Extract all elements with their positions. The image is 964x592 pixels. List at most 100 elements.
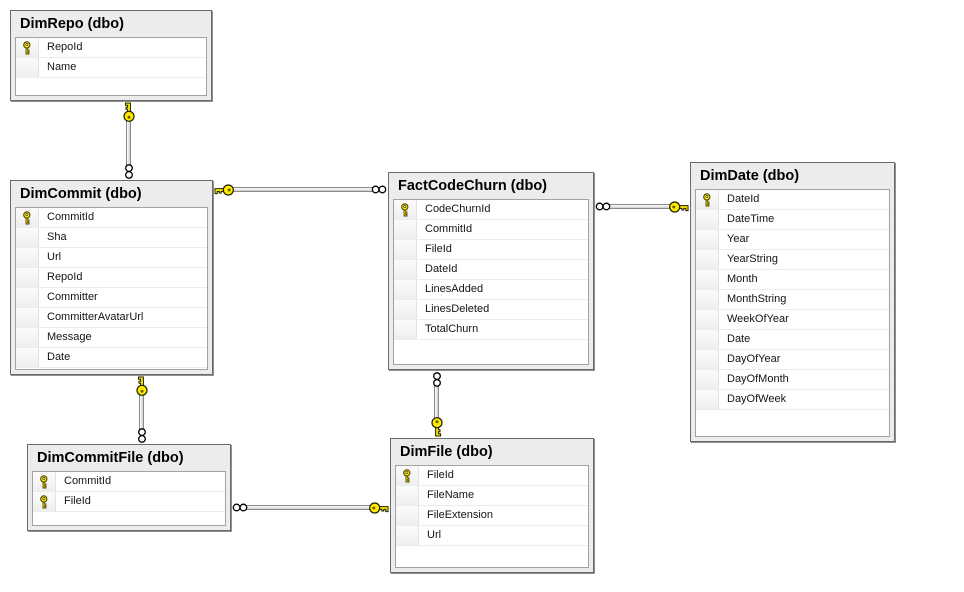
infinity-icon: [432, 371, 441, 387]
row-icon-cell: [696, 390, 719, 409]
column-row-linesdeleted[interactable]: LinesDeleted: [394, 300, 588, 320]
column-row-fileid[interactable]: FileId: [33, 492, 225, 512]
column-row-repoid[interactable]: RepoId: [16, 38, 206, 58]
row-icon-cell: [396, 486, 419, 505]
column-row-linesadded[interactable]: LinesAdded: [394, 280, 588, 300]
column-row-url[interactable]: Url: [396, 526, 588, 546]
column-name: Committer: [47, 291, 98, 303]
column-name: WeekOfYear: [727, 313, 789, 325]
table-title: DimCommitFile (dbo): [37, 450, 184, 466]
relationship-dimfile-factcodechurn-line[interactable]: [434, 384, 439, 418]
column-name: FileId: [64, 495, 91, 507]
column-row-weekofyear[interactable]: WeekOfYear: [696, 310, 889, 330]
column-row-sha[interactable]: Sha: [16, 228, 207, 248]
row-icon-cell: [394, 200, 417, 219]
column-name: FileId: [425, 243, 452, 255]
column-row-fileextension[interactable]: FileExtension: [396, 506, 588, 526]
column-row-date[interactable]: Date: [16, 348, 207, 368]
column-row-url[interactable]: Url: [16, 248, 207, 268]
column-row-commitid[interactable]: CommitId: [16, 208, 207, 228]
row-icon-cell: [696, 250, 719, 269]
column-row-monthstring[interactable]: MonthString: [696, 290, 889, 310]
row-icon-cell: [696, 310, 719, 329]
column-name: Name: [47, 61, 77, 73]
column-name: DayOfMonth: [727, 373, 789, 385]
column-row-fileid[interactable]: FileId: [396, 466, 588, 486]
relationship-dimfile-dimcommitfile-line[interactable]: [245, 505, 370, 510]
column-row-month[interactable]: Month: [696, 270, 889, 290]
column-row-dayofyear[interactable]: DayOfYear: [696, 350, 889, 370]
column-row-dayofweek[interactable]: DayOfWeek: [696, 390, 889, 410]
row-icon-cell: [16, 288, 39, 307]
column-row-date[interactable]: Date: [696, 330, 889, 350]
column-row-datetime[interactable]: DateTime: [696, 210, 889, 230]
row-icon-cell: [394, 320, 417, 339]
column-row-committer[interactable]: Committer: [16, 288, 207, 308]
row-icon-cell: [696, 290, 719, 309]
column-name: CodeChurnId: [425, 203, 491, 215]
row-icon-cell: [696, 350, 719, 369]
column-row-dateid[interactable]: DateId: [696, 190, 889, 210]
column-name: TotalChurn: [425, 323, 479, 335]
column-name: DayOfWeek: [727, 393, 787, 405]
column-row-year[interactable]: Year: [696, 230, 889, 250]
column-row-fileid[interactable]: FileId: [394, 240, 588, 260]
row-icon-cell: [396, 506, 419, 525]
row-icon-cell: [696, 330, 719, 349]
column-row-filename[interactable]: FileName: [396, 486, 588, 506]
row-icon-cell: [696, 270, 719, 289]
column-name: Url: [47, 251, 62, 263]
relationship-dimdate-factcodechurn-line[interactable]: [608, 204, 670, 209]
row-icon-cell: [16, 248, 39, 267]
infinity-icon: [232, 503, 248, 512]
column-row-totalchurn[interactable]: TotalChurn: [394, 320, 588, 340]
column-name: Month: [727, 273, 758, 285]
relationship-dimcommit-factcodechurn-line[interactable]: [233, 187, 374, 192]
column-row-message[interactable]: Message: [16, 328, 207, 348]
column-row-commitid[interactable]: CommitId: [33, 472, 225, 492]
column-name: Year: [727, 233, 750, 245]
primary-key-icon: [22, 210, 32, 225]
column-name: DateId: [727, 193, 760, 205]
row-icon-cell: [394, 280, 417, 299]
row-icon-cell: [394, 240, 417, 259]
row-icon-cell: [16, 328, 39, 347]
key-end-icon: [668, 200, 690, 213]
primary-key-icon: [39, 494, 49, 509]
column-name: FileId: [427, 469, 454, 481]
column-name: CommitterAvatarUrl: [47, 311, 144, 323]
row-icon-cell: [16, 208, 39, 227]
row-icon-cell: [394, 220, 417, 239]
relationship-dimrepo-dimcommit-line[interactable]: [126, 121, 131, 166]
row-icon-cell: [16, 348, 39, 367]
column-row-dayofmonth[interactable]: DayOfMonth: [696, 370, 889, 390]
column-row-codechurnid[interactable]: CodeChurnId: [394, 200, 588, 220]
column-row-yearstring[interactable]: YearString: [696, 250, 889, 270]
column-row-repoid[interactable]: RepoId: [16, 268, 207, 288]
column-row-name[interactable]: Name: [16, 58, 206, 78]
relationship-dimcommit-dimcommitfile-line[interactable]: [139, 395, 144, 430]
column-name: LinesDeleted: [425, 303, 490, 315]
column-row-commitid[interactable]: CommitId: [394, 220, 588, 240]
row-icon-cell: [16, 308, 39, 327]
column-name: CommitId: [64, 475, 112, 487]
column-row-committeravatarurl[interactable]: CommitterAvatarUrl: [16, 308, 207, 328]
column-name: Date: [727, 333, 751, 345]
column-name: CommitId: [425, 223, 473, 235]
key-end-icon: [122, 101, 135, 123]
column-row-dateid[interactable]: DateId: [394, 260, 588, 280]
primary-key-icon: [22, 40, 32, 55]
row-icon-cell: [696, 230, 719, 249]
column-name: Date: [47, 351, 71, 363]
